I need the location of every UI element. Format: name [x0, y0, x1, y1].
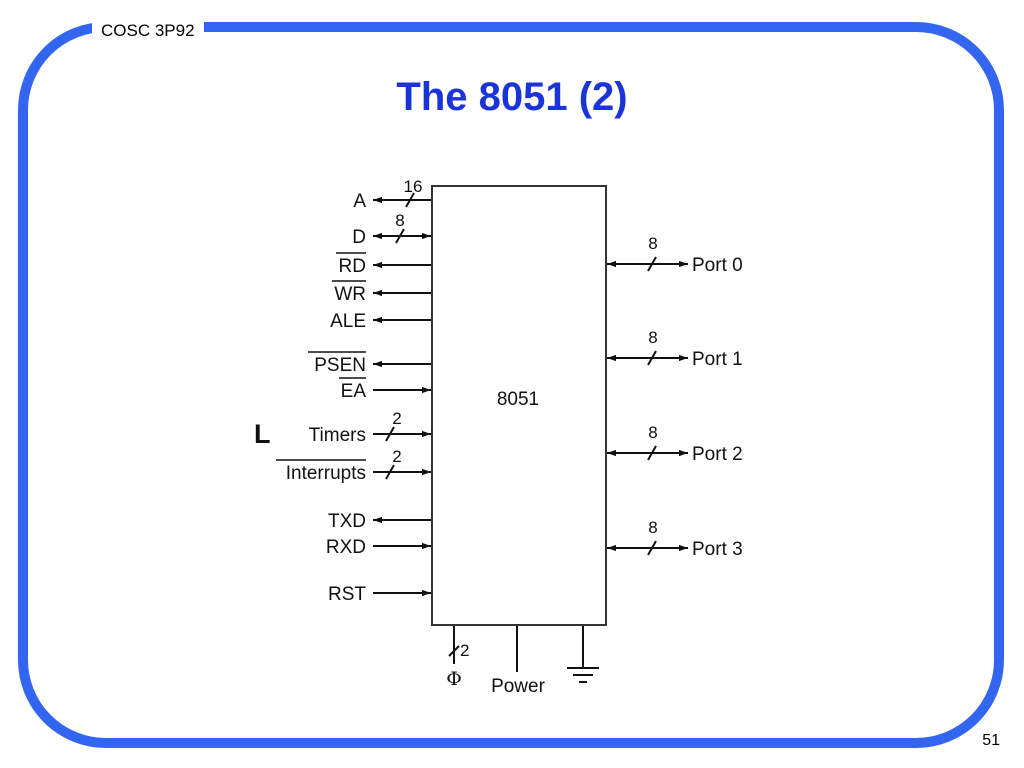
pin-rd-label: RD: [339, 256, 366, 277]
chip-body: [431, 185, 607, 626]
pin-txd-label: TXD: [328, 511, 366, 532]
pin-interrupts-label: Interrupts: [286, 463, 366, 484]
pin-a-width: 16: [404, 177, 423, 196]
page-number: 51: [982, 732, 1000, 749]
bus-slash-a: [405, 192, 415, 208]
port1-width: 8: [648, 328, 657, 347]
port3-label: Port 3: [692, 539, 743, 560]
pin-interrupts-width: 2: [392, 447, 401, 466]
port2-width: 8: [648, 423, 657, 442]
bus-slash-clock: [448, 645, 460, 657]
port0-label: Port 0: [692, 255, 743, 276]
bus-slash-d: [395, 228, 405, 244]
port3-width: 8: [648, 518, 657, 537]
pin-rxd-label: RXD: [326, 537, 366, 558]
port0-width: 8: [648, 234, 657, 253]
pin-rst-label: RST: [328, 584, 366, 605]
pin-timers-label: Timers: [309, 425, 366, 446]
slide-title: The 8051 (2): [396, 75, 628, 119]
port2-label: Port 2: [692, 444, 743, 465]
pin-d-label: D: [352, 227, 366, 248]
bus-slash-port1: [647, 350, 657, 366]
clock-label: Φ: [446, 668, 462, 690]
bus-slash-timers: [385, 426, 395, 442]
port1-label: Port 1: [692, 349, 743, 370]
pin-a-label: A: [353, 191, 366, 212]
side-marker-l: L: [254, 419, 271, 449]
pin-wr-label: WR: [334, 284, 366, 305]
bus-slash-port2: [647, 445, 657, 461]
chip-label: 8051: [497, 389, 539, 410]
pin-timers-width: 2: [392, 409, 401, 428]
pin-psen-label: PSEN: [314, 355, 366, 376]
clock-width: 2: [460, 641, 469, 660]
pin-ale-label: ALE: [330, 311, 366, 332]
bus-slash-port0: [647, 256, 657, 272]
bus-slash-interrupts: [385, 464, 395, 480]
pin-d-width: 8: [395, 211, 404, 230]
power-label: Power: [491, 676, 546, 697]
bus-slash-port3: [647, 540, 657, 556]
course-label: COSC 3P92: [92, 18, 204, 44]
pin-ea-label: EA: [341, 381, 367, 402]
slide-frame: [18, 22, 1004, 748]
